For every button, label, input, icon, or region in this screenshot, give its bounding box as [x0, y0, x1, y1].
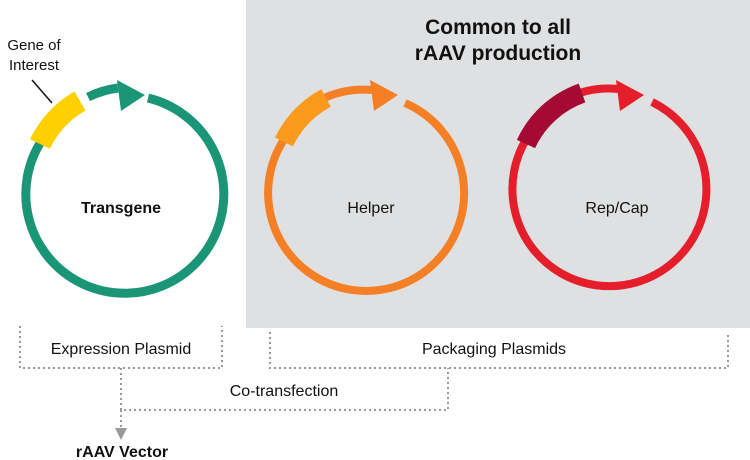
packaging-bracket — [269, 332, 729, 369]
repcap-direction-arrow — [616, 80, 644, 111]
expression-bracket — [19, 326, 223, 369]
gene-of-interest-insert — [30, 91, 86, 150]
transgene-direction-arrow — [117, 80, 145, 111]
transgene-label: Transgene — [81, 200, 161, 217]
cotransfection-label: Co-transfection — [230, 383, 339, 400]
panel-title-line-1: Common to all — [425, 16, 571, 39]
shared-components-panel — [246, 0, 750, 328]
helper-direction-arrow — [370, 80, 398, 111]
helper-ring — [264, 99, 469, 295]
repcap-label: Rep/Cap — [585, 200, 648, 217]
gene-of-interest-label-line-1: Gene of — [7, 37, 61, 54]
panel-title-line-2: rAAV production — [415, 42, 581, 65]
transgene-plasmid: Transgene — [21, 80, 229, 298]
transgene-ring — [21, 93, 229, 298]
repcap-insert — [516, 83, 586, 149]
helper-plasmid: Helper — [264, 80, 469, 295]
cotransfection-connector — [120, 368, 449, 428]
expression-plasmid-label: Expression Plasmid — [51, 341, 192, 358]
repcap-ring — [508, 98, 711, 291]
gene-of-interest-label-line-2: Interest — [9, 57, 60, 74]
repcap-plasmid: Rep/Cap — [508, 80, 711, 291]
raav-vector-label: rAAV Vector — [76, 444, 168, 460]
helper-label: Helper — [347, 200, 395, 217]
gene-of-interest-leader-line — [31, 79, 53, 104]
transgene-backbone-segment — [86, 83, 119, 102]
helper-insert — [274, 89, 332, 147]
packaging-plasmids-label: Packaging Plasmids — [422, 341, 566, 358]
down-arrow-icon — [115, 428, 127, 440]
